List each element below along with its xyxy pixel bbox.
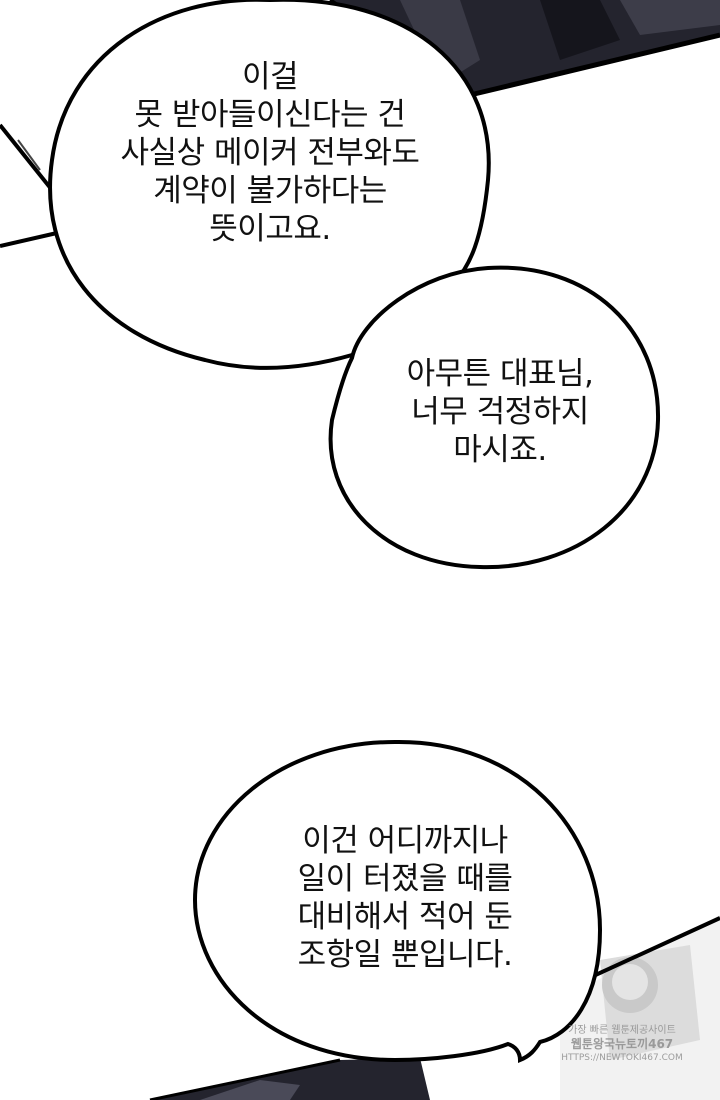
site-watermark: 가장 빠른 웹툰제공사이트 웹툰왕국뉴토끼467 HTTPS://NEWTOKI… (552, 1024, 692, 1064)
dialogue-line: 조항일 뿐입니다. (297, 937, 513, 973)
speech-bubble-3-text: 이건 어디까지나 일이 터졌을 때를 대비해서 적어 둔 조항일 뿐입니다. (230, 822, 580, 974)
dialogue-line: 사실상 메이커 전부와도 (120, 135, 420, 171)
top-panel-art (328, 0, 720, 98)
dialogue-line: 대비해서 적어 둔 (297, 899, 513, 935)
speech-bubble-2 (328, 265, 661, 570)
dialogue-line: 마시죠. (453, 432, 547, 468)
dialogue-line: 너무 걱정하지 (411, 394, 589, 430)
dialogue-line: 일이 터졌을 때를 (297, 861, 513, 897)
speech-bubble-1-text: 이걸 못 받아들이신다는 건 사실상 메이커 전부와도 계약이 불가하다는 뜻이… (90, 58, 450, 248)
watermark-tagline: 가장 빠른 웹툰제공사이트 (568, 1025, 676, 1036)
dialogue-line: 이건 어디까지나 (302, 823, 508, 859)
dialogue-line: 못 받아들이신다는 건 (134, 97, 406, 133)
watermark-url: HTTPS://NEWTOKI467.COM (561, 1053, 683, 1063)
dialogue-line: 아무튼 대표님, (406, 356, 594, 392)
dialogue-line: 계약이 불가하다는 (153, 173, 387, 209)
bottom-panel-art (529, 915, 720, 1100)
dialogue-line: 이걸 (241, 59, 299, 95)
speech-bubble-3 (192, 739, 603, 1063)
watermark-site-name: 웹툰왕국뉴토끼467 (570, 1037, 674, 1051)
dialogue-line: 뜻이고요. (209, 211, 331, 247)
speech-bubble-2-text: 아무튼 대표님, 너무 걱정하지 마시죠. (355, 355, 645, 469)
bottom-left-art (149, 1058, 430, 1100)
